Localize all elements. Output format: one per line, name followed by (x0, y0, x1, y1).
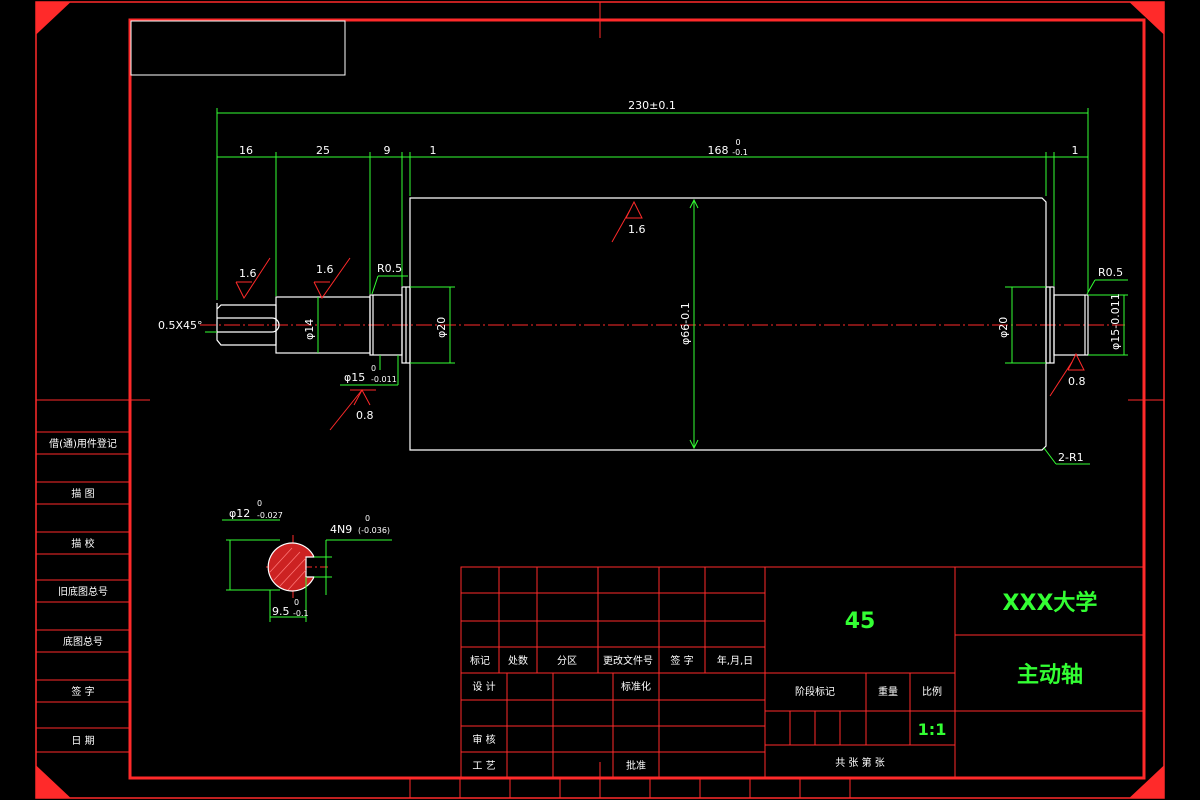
dim-phi15-left-base: φ15 (344, 371, 365, 384)
dim-overall-length: 230±0.1 (628, 99, 676, 112)
dim-phi20-right: φ20 (997, 317, 1010, 338)
tb-header-signature: 签 字 (670, 654, 693, 667)
dim-fillet: 2-R1 (1058, 451, 1084, 464)
tb-approve: 批准 (626, 759, 646, 772)
side-label-date: 日 期 (71, 735, 94, 747)
dim-phi15-left-upper: 0 (371, 364, 376, 373)
dim-seg-168-upper: 0 (735, 138, 740, 147)
side-label-old-number: 旧底图总号 (58, 585, 108, 598)
dim-phi14: φ14 (303, 319, 316, 340)
tb-header-count: 处数 (508, 654, 528, 667)
dim-seg-1-left: 1 (430, 144, 437, 157)
side-label-trace: 描 图 (71, 487, 94, 500)
dim-radius-right: R0.5 (1098, 266, 1123, 279)
dim-depth-base: 9.5 (272, 605, 290, 618)
dim-keyway-base: 4N9 (330, 523, 352, 536)
tb-header-change-doc: 更改文件号 (603, 654, 653, 667)
dimension-lines (205, 108, 1128, 465)
tb-header-date: 年,月,日 (717, 654, 753, 667)
tb-stage-mark: 阶段标记 (795, 685, 835, 698)
dim-phi15-left-lower: -0.011 (371, 375, 397, 384)
side-label-borrow: 借(通)用件登记 (49, 437, 117, 450)
drawing-frame (35, 1, 1165, 799)
tb-design: 设 计 (472, 680, 495, 693)
roughness-1.6-body: 1.6 (628, 223, 646, 236)
dim-phi12-upper: 0 (257, 499, 262, 508)
roughness-1.6-key: 1.6 (239, 267, 257, 280)
dim-seg-9: 9 (384, 144, 391, 157)
dim-keyway-upper: 0 (365, 514, 370, 523)
dim-seg-16: 16 (239, 144, 253, 157)
dim-keyway-lower: (-0.036) (358, 526, 390, 535)
tb-school-name: XXX大学 (1003, 590, 1098, 616)
tb-header-mark: 标记 (470, 655, 490, 667)
roughness-symbols (235, 200, 1085, 431)
roughness-0.8-right: 0.8 (1068, 375, 1086, 388)
dim-seg-1-right: 1 (1072, 144, 1079, 157)
tb-header-zone: 分区 (557, 655, 577, 667)
dim-seg-25: 25 (316, 144, 330, 157)
side-label-trace-check: 描 校 (71, 537, 94, 550)
dim-phi66: φ66-0.1 (679, 302, 692, 345)
tb-process: 工 艺 (472, 760, 495, 772)
dim-depth-upper: 0 (294, 598, 299, 607)
dim-depth-lower: -0.1 (293, 609, 309, 618)
dim-chamfer: 0.5X45° (158, 319, 203, 332)
roughness-0.8-left: 0.8 (356, 409, 374, 422)
tb-part-name: 主动轴 (1017, 662, 1083, 688)
tb-standardize: 标准化 (621, 680, 651, 693)
side-label-column (36, 399, 130, 753)
dim-phi12-lower: -0.027 (257, 511, 283, 520)
tb-weight: 重量 (878, 685, 898, 698)
side-label-base-number: 底图总号 (63, 635, 103, 648)
dim-phi12-base: φ12 (229, 507, 250, 520)
tb-sheets: 共 张 第 张 (835, 756, 885, 769)
dim-seg-168: 168 (708, 144, 729, 157)
dim-radius-left: R0.5 (377, 262, 402, 275)
dim-phi15-right: φ15-0.011 (1109, 293, 1122, 350)
dim-phi20-left: φ20 (435, 317, 448, 338)
side-label-signature: 签 字 (71, 685, 94, 698)
tb-review: 审 核 (472, 733, 495, 746)
tb-scale-value: 1:1 (918, 720, 947, 739)
tb-material: 45 (845, 609, 876, 634)
shaft-outline (216, 197, 1089, 451)
keyway-section: φ12 0 -0.027 4N9 0 (-0.036) 9.5 0 -0.1 (222, 499, 392, 622)
dim-seg-168-lower: -0.1 (732, 148, 748, 157)
tb-scale-label: 比例 (922, 685, 942, 698)
roughness-1.6-phi14: 1.6 (316, 263, 334, 276)
title-block (460, 566, 1146, 779)
